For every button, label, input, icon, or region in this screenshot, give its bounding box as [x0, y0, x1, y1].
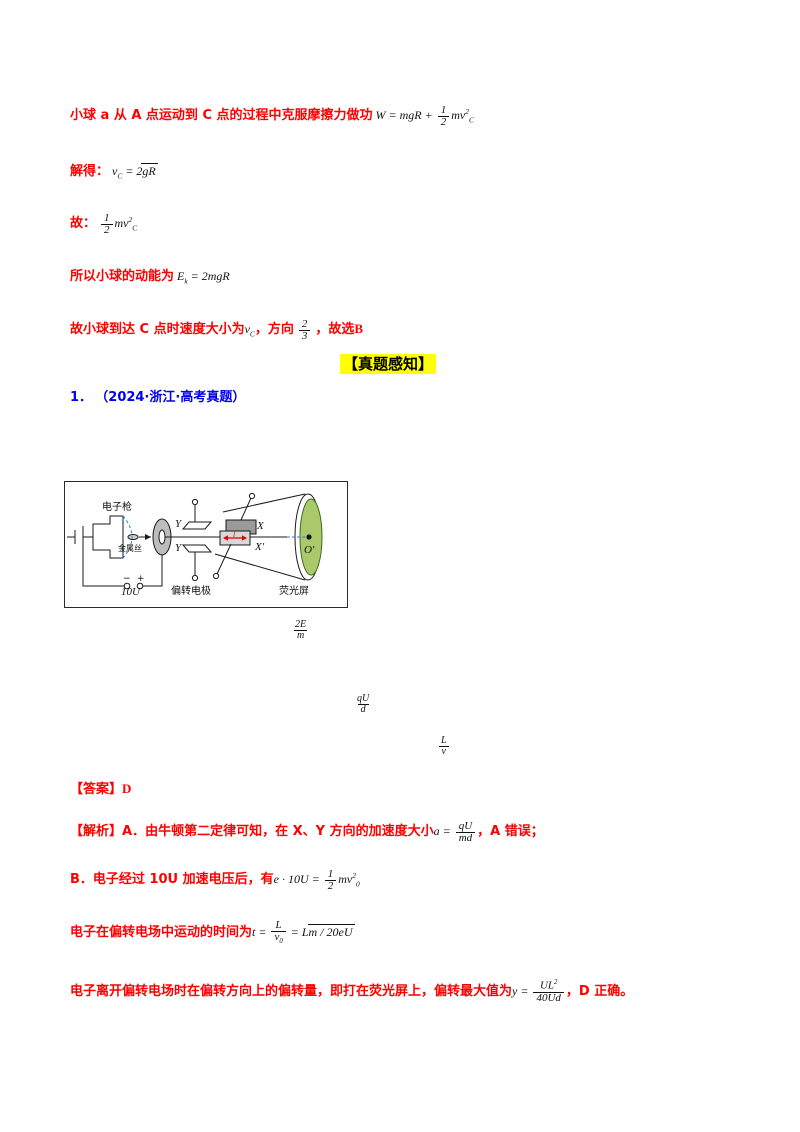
label-electron-gun: 电子枪: [102, 502, 132, 513]
analysis-item-d-fraction: UL2 40Ud: [533, 979, 564, 1004]
analysis-label: 【解析】: [70, 824, 123, 839]
analysis-item-b-fraction: 1 2: [324, 868, 337, 892]
body-line-5-text: 故小球到达 C 点时速度大小为: [70, 322, 245, 337]
analysis-item-c-fraction: L v0: [271, 919, 286, 946]
analysis-item-a: 【解析】A．由牛顿第二定律可知，在 X、Y 方向的加速度大小a = qU md …: [70, 819, 544, 844]
crt-diagram-canvas: 电子枪 金属丝 偏转电极 荧光屏 10U − + Y Y X X′ O′ l: [65, 482, 347, 607]
question-text: （2024·浙江·高考真题）: [95, 390, 246, 405]
answer-value: D: [122, 781, 132, 796]
body-line-1-fraction: 1 2: [437, 104, 450, 128]
body-line-2: 解得： vC = 2gR: [70, 163, 158, 181]
answer-line: 【答案】D: [70, 778, 131, 797]
section-heading: 【真题感知】: [340, 353, 437, 374]
body-line-2-text: 解得：: [70, 164, 110, 179]
label-y-plate-top: Y: [175, 518, 182, 530]
body-line-1-math: W = mgR +: [375, 108, 436, 122]
label-screen-center: O′: [304, 544, 315, 556]
label-x-plate-bottom: X′: [255, 541, 265, 553]
analysis-item-a-text: 由牛顿第二定律可知，在 X、Y 方向的加速度大小: [145, 824, 434, 839]
scratch-math-2: qU d: [357, 693, 370, 716]
body-line-3: 故： 1 2 mv2C: [70, 211, 138, 236]
analysis-item-a-tag: A．: [122, 824, 146, 839]
label-fluorescent-screen: 荧光屏: [279, 586, 309, 597]
body-line-3-text: 故：: [70, 216, 97, 231]
body-line-3-fraction: 1 2: [101, 212, 113, 236]
sqrt-icon: m / 20eU: [307, 923, 355, 939]
sqrt-icon: gR: [141, 163, 158, 178]
label-metal-wire: 金属丝: [118, 544, 142, 553]
body-line-4: 所以小球的动能为 Ek = 2mgR: [70, 269, 230, 286]
scratch-math-1: 2E m: [293, 619, 308, 642]
analysis-item-b: B．电子经过 10U 加速电压后，有e · 10U = 1 2 mv20: [70, 867, 360, 892]
question-line: 1． （2024·浙江·高考真题）: [70, 386, 245, 405]
section-heading-label: 【真题感知】: [340, 354, 437, 374]
analysis-item-b-text: 电子经过 10U 加速电压后，有: [92, 872, 274, 887]
label-deflection-electrode: 偏转电极: [171, 586, 211, 597]
crt-diagram-figure: 电子枪 金属丝 偏转电极 荧光屏 10U − + Y Y X X′ O′ l: [64, 481, 348, 608]
analysis-item-d: 电子离开偏转电场时在偏转方向上的偏转量，即打在荧光屏上，偏转最大值为y = UL…: [70, 979, 634, 1005]
label-x-plate-top: X: [257, 520, 264, 532]
body-line-5-fraction: 2 3: [298, 318, 311, 342]
body-line-5: 故小球到达 C 点时速度大小为vC，方向 2 3 ，故选B: [70, 317, 364, 342]
scratch-math-3: L v: [436, 735, 452, 757]
label-plate-length-l: l: [233, 530, 236, 539]
label-y-plate-bottom: Y: [175, 542, 182, 554]
body-line-4-text: 所以小球的动能为: [70, 269, 175, 284]
question-number: 1．: [70, 390, 93, 405]
body-line-1-text: 小球 a 从 A 点运动到 C 点的过程中克服摩擦力做功: [70, 108, 373, 123]
label-plus-terminal: +: [137, 574, 145, 584]
body-line-1: 小球 a 从 A 点运动到 C 点的过程中克服摩擦力做功 W = mgR + 1…: [70, 103, 474, 128]
answer-label: 【答案】: [70, 782, 123, 797]
analysis-item-c: 电子在偏转电场中运动的时间为t = L v0 = Lm / 20eU: [70, 919, 355, 946]
analysis-item-b-tag: B．: [70, 872, 93, 887]
analysis-item-a-fraction: qU md: [455, 820, 476, 844]
analysis-item-c-text: 电子在偏转电场中运动的时间为: [70, 924, 253, 940]
label-minus-terminal: −: [123, 574, 131, 584]
label-voltage-10u: 10U: [121, 586, 140, 598]
analysis-item-d-text: 电子离开偏转电场时在偏转方向上的偏转量，即打在荧光屏上，偏转最大值为: [70, 984, 513, 999]
crt-diagram-svg: [67, 492, 323, 590]
